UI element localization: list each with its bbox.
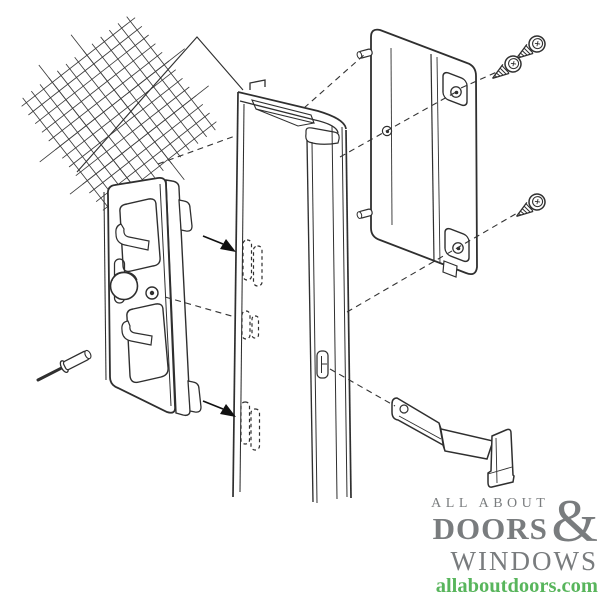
latch-knob xyxy=(109,271,139,301)
brand-logo-top: ALL ABOUT DOORS & xyxy=(431,488,598,555)
latch-plate-side-edge xyxy=(103,191,107,381)
screen-frame-rail xyxy=(232,79,352,504)
screen-corner-frame-lines xyxy=(76,36,244,173)
latch-plate-bottom-tab xyxy=(187,380,202,413)
logo-word-windows: WINDOWS xyxy=(450,545,598,576)
logo-tagline: ALL ABOUT xyxy=(431,496,550,512)
pull-plate-bottom-tab xyxy=(442,260,458,278)
logo-website-text: allaboutdoors.com xyxy=(435,574,598,597)
latch-knob-rim xyxy=(111,271,138,282)
logo-word-doors: DOORS xyxy=(432,511,548,547)
latch-plate-inset-line xyxy=(159,183,172,407)
logo-ampersand: & xyxy=(551,488,598,555)
latch-mounting-hole-center xyxy=(149,290,155,296)
latch-plate xyxy=(103,176,202,417)
latch-top-hook xyxy=(115,223,150,251)
mounting-screw-top-1 xyxy=(515,35,546,59)
strike-end-flange xyxy=(487,428,515,488)
arrow-bottom-icon xyxy=(202,400,236,417)
arrow-top-icon xyxy=(202,235,236,252)
mounting-screw-top-2 xyxy=(491,55,522,79)
latch-mounting-hole xyxy=(145,286,159,300)
rail-lip xyxy=(305,127,340,145)
inside-pull-plate xyxy=(356,28,478,278)
mounting-screw-bottom xyxy=(515,193,546,217)
assembly-guide-lines xyxy=(157,53,520,407)
strike-hole xyxy=(399,404,409,414)
rail-mounting-slots-dashed xyxy=(240,239,263,451)
screw-boss-top xyxy=(442,71,468,107)
strike-bar xyxy=(391,397,494,460)
brand-logo: ALL ABOUT DOORS & WINDOWS allaboutdoors.… xyxy=(431,488,598,597)
rail-side-slot xyxy=(316,350,329,379)
retainer-pin-icon xyxy=(36,349,92,382)
latch-plate-top-tab xyxy=(178,199,193,232)
latch-bottom-hook xyxy=(121,320,153,346)
screw-boss-bottom xyxy=(444,227,470,263)
pull-plate-peg-top xyxy=(356,48,373,59)
pull-plate-peg-bottom xyxy=(356,208,373,219)
direction-arrows xyxy=(202,235,236,417)
strike-bracket xyxy=(391,397,515,488)
screen-mesh-icon xyxy=(21,16,217,212)
mesh-stray-lines xyxy=(38,34,209,204)
latch-top-cutout xyxy=(119,198,161,273)
latch-bottom-cutout xyxy=(126,303,169,384)
